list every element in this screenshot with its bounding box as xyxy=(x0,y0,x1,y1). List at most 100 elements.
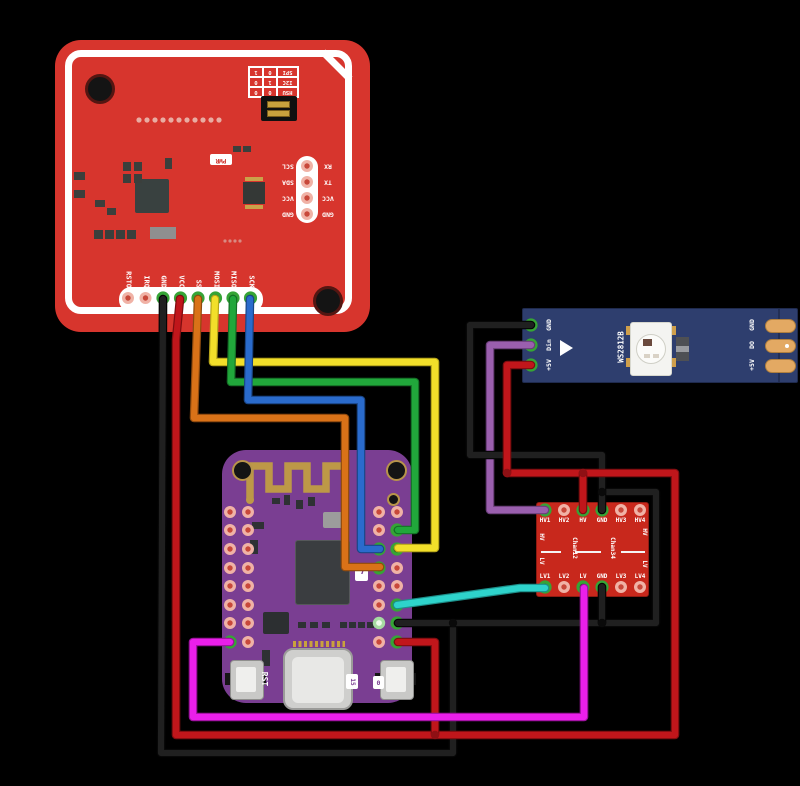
data-direction-arrow-icon xyxy=(560,340,573,356)
wire-gnd-din-purple-outline xyxy=(485,340,550,515)
wire-junction-1[interactable] xyxy=(578,468,588,478)
wire-junction-6[interactable] xyxy=(597,487,607,497)
wire-mosi-yellow[interactable] xyxy=(209,295,439,552)
smd xyxy=(116,230,125,239)
wire-sck-blue[interactable] xyxy=(244,295,384,553)
wire-junction-3[interactable] xyxy=(430,730,440,740)
wifi-antenna-icon xyxy=(246,462,349,504)
pn532-mounting-hole-topleft xyxy=(85,74,115,104)
pad-s2-li-row8[interactable] xyxy=(242,636,254,648)
pwr-led-label-box: PWR xyxy=(210,154,232,165)
smd xyxy=(284,495,290,505)
pad-shifter-bottom-lv2[interactable] xyxy=(558,581,570,593)
boot-button[interactable] xyxy=(380,660,414,700)
s2-mini-board[interactable]: ϟ 15 0 xyxy=(222,450,416,710)
wire-junction-4[interactable] xyxy=(448,618,458,628)
pad-s2-ri-row6[interactable] xyxy=(373,599,385,611)
smd xyxy=(349,622,356,628)
pad-s2-li-row3[interactable] xyxy=(242,543,254,555)
pn532-mounting-hole-bottomright xyxy=(313,286,343,316)
usb-c-connector[interactable] xyxy=(283,648,353,710)
pn532-right-header-plate xyxy=(296,156,318,223)
shifter-top-label-hv1: HV1 xyxy=(539,517,551,524)
wire-gnd-s2-black[interactable] xyxy=(394,488,660,627)
pad-pn532-scl[interactable] xyxy=(301,160,313,172)
smd xyxy=(298,622,306,628)
pad-pn532-gnd[interactable] xyxy=(301,208,313,220)
shifter-top-label-hv3: HV3 xyxy=(615,517,627,524)
wire-lv-magenta[interactable] xyxy=(189,584,588,721)
pad-shifter-top-hv3[interactable] xyxy=(615,504,627,516)
pad-pn532-rsto[interactable] xyxy=(122,292,134,304)
smd xyxy=(272,498,280,504)
pad-led-right-do[interactable] xyxy=(765,339,796,353)
shifter-top-label-hv2: HV2 xyxy=(558,517,570,524)
pad-pn532-sda[interactable] xyxy=(301,176,313,188)
pad-s2-li-row4[interactable] xyxy=(242,562,254,574)
wire-gnd-pn532-black[interactable] xyxy=(157,295,457,757)
pad-s2-ro-row1[interactable] xyxy=(391,506,403,518)
pad-s2-li-row2[interactable] xyxy=(242,524,254,536)
led-pad xyxy=(670,358,676,367)
pad-s2-lo-row1[interactable] xyxy=(224,506,236,518)
wire-vcc-pn532-red[interactable] xyxy=(172,295,679,739)
pad-s2-ro-row5[interactable] xyxy=(391,580,403,592)
ws2812b-led-strip[interactable] xyxy=(522,308,798,383)
dip-switch-2[interactable] xyxy=(267,110,290,117)
pad-s2-ri-row5[interactable] xyxy=(373,580,385,592)
wire-lv1-cyan[interactable] xyxy=(393,584,549,609)
strip-capacitor xyxy=(676,337,689,361)
smd xyxy=(252,522,264,529)
led-bond xyxy=(653,354,659,358)
pn532-dip-switch[interactable] xyxy=(261,96,297,121)
smd xyxy=(94,230,103,239)
pad-led-right-5v[interactable] xyxy=(765,359,796,373)
wire-ss-orange[interactable] xyxy=(190,295,384,571)
smd xyxy=(367,622,374,628)
pad-pn532-irq[interactable] xyxy=(139,292,152,304)
regulator-chip xyxy=(263,612,289,634)
pad-s2-lo-row2[interactable] xyxy=(224,524,236,536)
pad-s2-li-row5[interactable] xyxy=(242,580,254,592)
pad-shifter-bottom-lv4[interactable] xyxy=(634,581,646,593)
pad-led-right-gnd[interactable] xyxy=(765,319,796,333)
wire-5v-led-red[interactable] xyxy=(503,361,535,477)
smd xyxy=(308,497,315,506)
pad-s2-li-row6[interactable] xyxy=(242,599,254,611)
pad-s2-lo-row3[interactable] xyxy=(224,543,236,555)
pad-s2-li-row7[interactable] xyxy=(242,617,254,629)
logic-level-converter[interactable] xyxy=(536,502,649,597)
smd-resistor xyxy=(150,227,176,239)
pad-s2-lo-row7[interactable] xyxy=(224,617,236,629)
pad-s2-ri-row8[interactable] xyxy=(373,636,385,648)
pad-s2-ro-row4[interactable] xyxy=(391,562,403,574)
pad-shifter-top-hv2[interactable] xyxy=(558,504,570,516)
wire-gnd-din-purple[interactable] xyxy=(486,341,549,514)
wire-junction-5[interactable] xyxy=(597,618,607,628)
pad-s2-lo-row6[interactable] xyxy=(224,599,236,611)
wire-miso-green[interactable] xyxy=(227,295,419,534)
pad-s2-lo-row5[interactable] xyxy=(224,580,236,592)
wire-junction-2[interactable] xyxy=(502,468,512,478)
smd xyxy=(123,162,131,171)
pad-s2-ri-row1[interactable] xyxy=(373,506,385,518)
button-leg xyxy=(225,673,230,685)
crystal-can xyxy=(323,512,345,528)
pad-shifter-bottom-lv3[interactable] xyxy=(615,581,627,593)
smd xyxy=(165,158,172,169)
led-bond xyxy=(644,354,650,358)
pad-s2-ri-row2[interactable] xyxy=(373,524,385,536)
smd xyxy=(243,146,251,152)
capacitor-band xyxy=(676,346,689,352)
s2-mounting-hole-right xyxy=(386,460,407,481)
dip-switch-1[interactable] xyxy=(267,101,290,108)
pad-s2-li-row1[interactable] xyxy=(242,506,254,518)
wire-vbus-s2-red[interactable] xyxy=(394,638,439,738)
pad-shifter-top-hv4[interactable] xyxy=(634,504,646,516)
pad-pn532-vcc[interactable] xyxy=(301,192,313,204)
reset-button[interactable] xyxy=(230,660,264,700)
pad-s2-lo-row4[interactable] xyxy=(224,562,236,574)
pad-s2-ri-row7[interactable] xyxy=(372,616,386,630)
silk-divider xyxy=(621,551,645,553)
